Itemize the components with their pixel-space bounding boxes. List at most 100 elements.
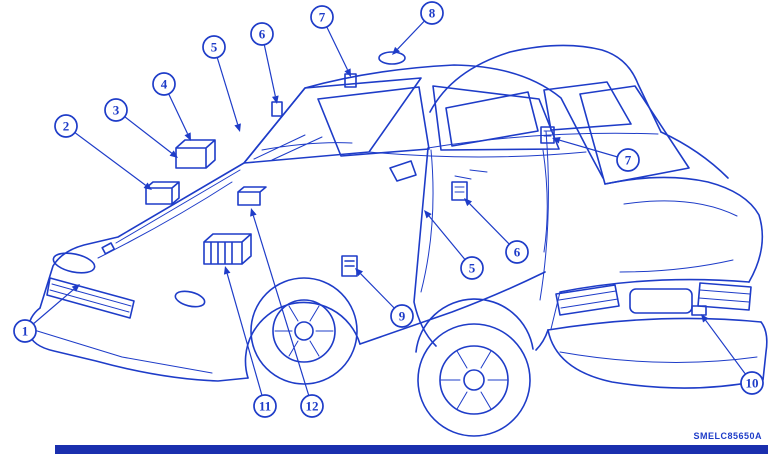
trunk-shutline [550, 291, 561, 330]
callout-4: 4 [152, 72, 191, 141]
callout-circle [390, 304, 414, 328]
front-car-beltline [368, 151, 587, 158]
taillight-right-hatch [698, 289, 751, 303]
callout-leader-line [226, 273, 266, 407]
callout-number: 12 [306, 399, 319, 414]
callout-arrowhead [392, 46, 400, 55]
callout-arrowhead [271, 95, 279, 104]
side-mirror [389, 160, 417, 182]
callout-number: 11 [259, 399, 271, 414]
callout-12: 12 [250, 208, 324, 418]
callout-arrowhead [344, 68, 351, 77]
rear-bumper-crease [559, 351, 758, 363]
callout-circle [202, 35, 226, 59]
callout-circle [13, 319, 37, 343]
component-10 [691, 305, 707, 316]
callout-number: 9 [399, 309, 406, 324]
callout-arrowhead [71, 284, 80, 292]
callout-3: 3 [104, 98, 178, 158]
fog-lamp [174, 290, 206, 308]
callout-number: 4 [161, 77, 168, 92]
component-6-left [271, 101, 283, 117]
callout-6: 6 [464, 198, 529, 264]
headlight [52, 252, 96, 274]
rear-car-roof [429, 44, 662, 133]
rear-wheel-tire [417, 323, 531, 437]
callout-arrowhead [184, 132, 191, 141]
callout-arrowhead [701, 314, 709, 323]
rear-bumper [547, 321, 768, 389]
front-bumper [27, 307, 249, 382]
callout-2: 2 [54, 114, 152, 190]
front-bumper-creases [33, 329, 213, 374]
callout-1: 1 [13, 284, 80, 343]
front-wheel-hub [294, 321, 314, 341]
callout-circle [300, 394, 324, 418]
component-box-11 [203, 233, 252, 265]
callout-leader-line [705, 320, 753, 384]
car-front-quarter-view [27, 51, 604, 385]
diagram-code: SMELC85650A [693, 431, 762, 441]
grille-hatch [49, 283, 132, 313]
callout-arrowhead [250, 208, 257, 217]
callout-circle [616, 148, 640, 172]
rear-car-side-windows [445, 81, 632, 147]
front-wheel-spokes [274, 305, 334, 357]
callout-5: 5 [424, 210, 484, 280]
callout-5: 5 [202, 35, 241, 132]
callout-circle [253, 394, 277, 418]
callout-arrowhead [143, 182, 152, 190]
dome-light [378, 51, 406, 65]
callout-number: 7 [625, 153, 632, 168]
callout-10: 10 [701, 314, 764, 395]
taillight-left [555, 284, 620, 316]
component-box-12 [237, 186, 267, 206]
callout-7: 7 [552, 136, 640, 172]
callout-leader-line [65, 125, 146, 186]
callout-arrowhead [464, 198, 473, 207]
callout-11: 11 [223, 266, 277, 418]
grille [46, 277, 135, 319]
callout-number: 5 [469, 261, 476, 276]
rear-wheel-hub [463, 369, 485, 391]
callout-8: 8 [392, 1, 444, 55]
callout-circle [54, 114, 78, 138]
rear-wheel-rim [439, 345, 509, 415]
rear-window [579, 85, 690, 185]
component-6-right [451, 181, 468, 201]
callout-9: 9 [355, 268, 414, 328]
callout-7: 7 [310, 5, 351, 77]
callout-circle [460, 256, 484, 280]
callout-arrowhead [223, 266, 231, 275]
callout-6: 6 [250, 22, 279, 104]
rear-panel [547, 278, 762, 331]
taillight-left-hatch [558, 290, 619, 309]
callout-leader-line [252, 215, 313, 407]
callout-circle [505, 240, 529, 264]
callout-arrowhead [552, 136, 561, 144]
callout-arrowhead [234, 123, 241, 132]
hood-emblem [101, 242, 116, 255]
front-wheel-tire [250, 277, 358, 385]
callout-number: 1 [22, 324, 29, 339]
callout-circle [740, 371, 764, 395]
component-7-right [540, 126, 555, 144]
callout-number: 7 [319, 10, 326, 25]
front-car-side-windows [317, 85, 560, 157]
rear-quarter-top [660, 131, 729, 179]
bottom-bar [55, 445, 768, 454]
callout-number: 2 [63, 119, 70, 134]
component-box-3-4 [175, 139, 216, 169]
callout-number: 8 [429, 6, 436, 21]
rear-car-beltline [427, 132, 659, 149]
wiper-lines [253, 134, 353, 161]
rear-car-rocker [535, 329, 549, 351]
rear-car-door-lines [469, 130, 549, 301]
car-rear-quarter-view [413, 44, 768, 437]
callout-circle [420, 1, 444, 25]
component-6-right-detail [454, 186, 465, 193]
callout-number: 5 [211, 40, 218, 55]
front-wheel-rim [272, 299, 336, 363]
